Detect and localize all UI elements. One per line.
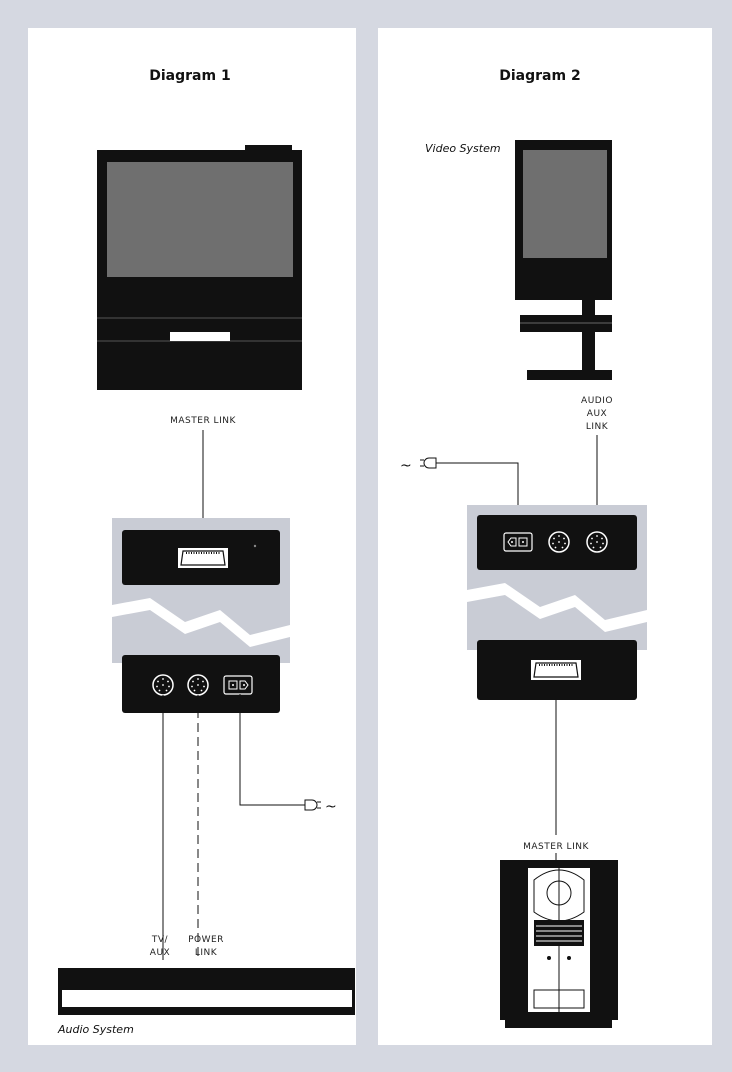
audio-aux-link-label: AUDIO bbox=[581, 396, 613, 406]
break-zigzag bbox=[112, 598, 290, 647]
power-link-label: POWER bbox=[188, 935, 224, 945]
diagram1-title: Diagram 1 bbox=[149, 68, 230, 84]
video-system-label: Video System bbox=[425, 142, 501, 155]
audio-aux-link-label-3: LINK bbox=[586, 422, 609, 432]
audio-aux-link-din-socket-icon bbox=[586, 531, 608, 553]
mains-socket-icon bbox=[223, 675, 253, 695]
master-link-socket-icon-2 bbox=[530, 659, 582, 681]
tv-aux-din-socket-icon bbox=[152, 674, 174, 696]
plug-icon bbox=[304, 799, 321, 811]
tv-aux-label: TV/ bbox=[151, 935, 169, 945]
audio-system-icon-2 bbox=[500, 860, 618, 1028]
master-link-label-2: MASTER LINK bbox=[523, 842, 589, 852]
break-zigzag-2 bbox=[467, 583, 647, 632]
mains-symbol: ~ bbox=[325, 799, 337, 815]
diagram2-title: Diagram 2 bbox=[499, 68, 580, 84]
mains-socket-icon-2 bbox=[503, 532, 533, 552]
master-link-socket-icon bbox=[177, 547, 229, 569]
tv-aux-label-2: AUX bbox=[150, 948, 170, 958]
video-system-icon bbox=[515, 140, 612, 380]
tv-icon bbox=[97, 145, 302, 390]
din-socket-icon bbox=[548, 531, 570, 553]
audio-system-label: Audio System bbox=[57, 1023, 134, 1036]
master-link-label: MASTER LINK bbox=[170, 416, 236, 426]
plug-icon-2 bbox=[420, 457, 437, 469]
audio-system-icon bbox=[58, 968, 355, 1015]
power-link-label-2: LINK bbox=[195, 948, 218, 958]
power-link-din-socket-icon bbox=[187, 674, 209, 696]
mains-symbol-2: ~ bbox=[400, 458, 412, 474]
audio-aux-link-label-2: AUX bbox=[587, 409, 607, 419]
